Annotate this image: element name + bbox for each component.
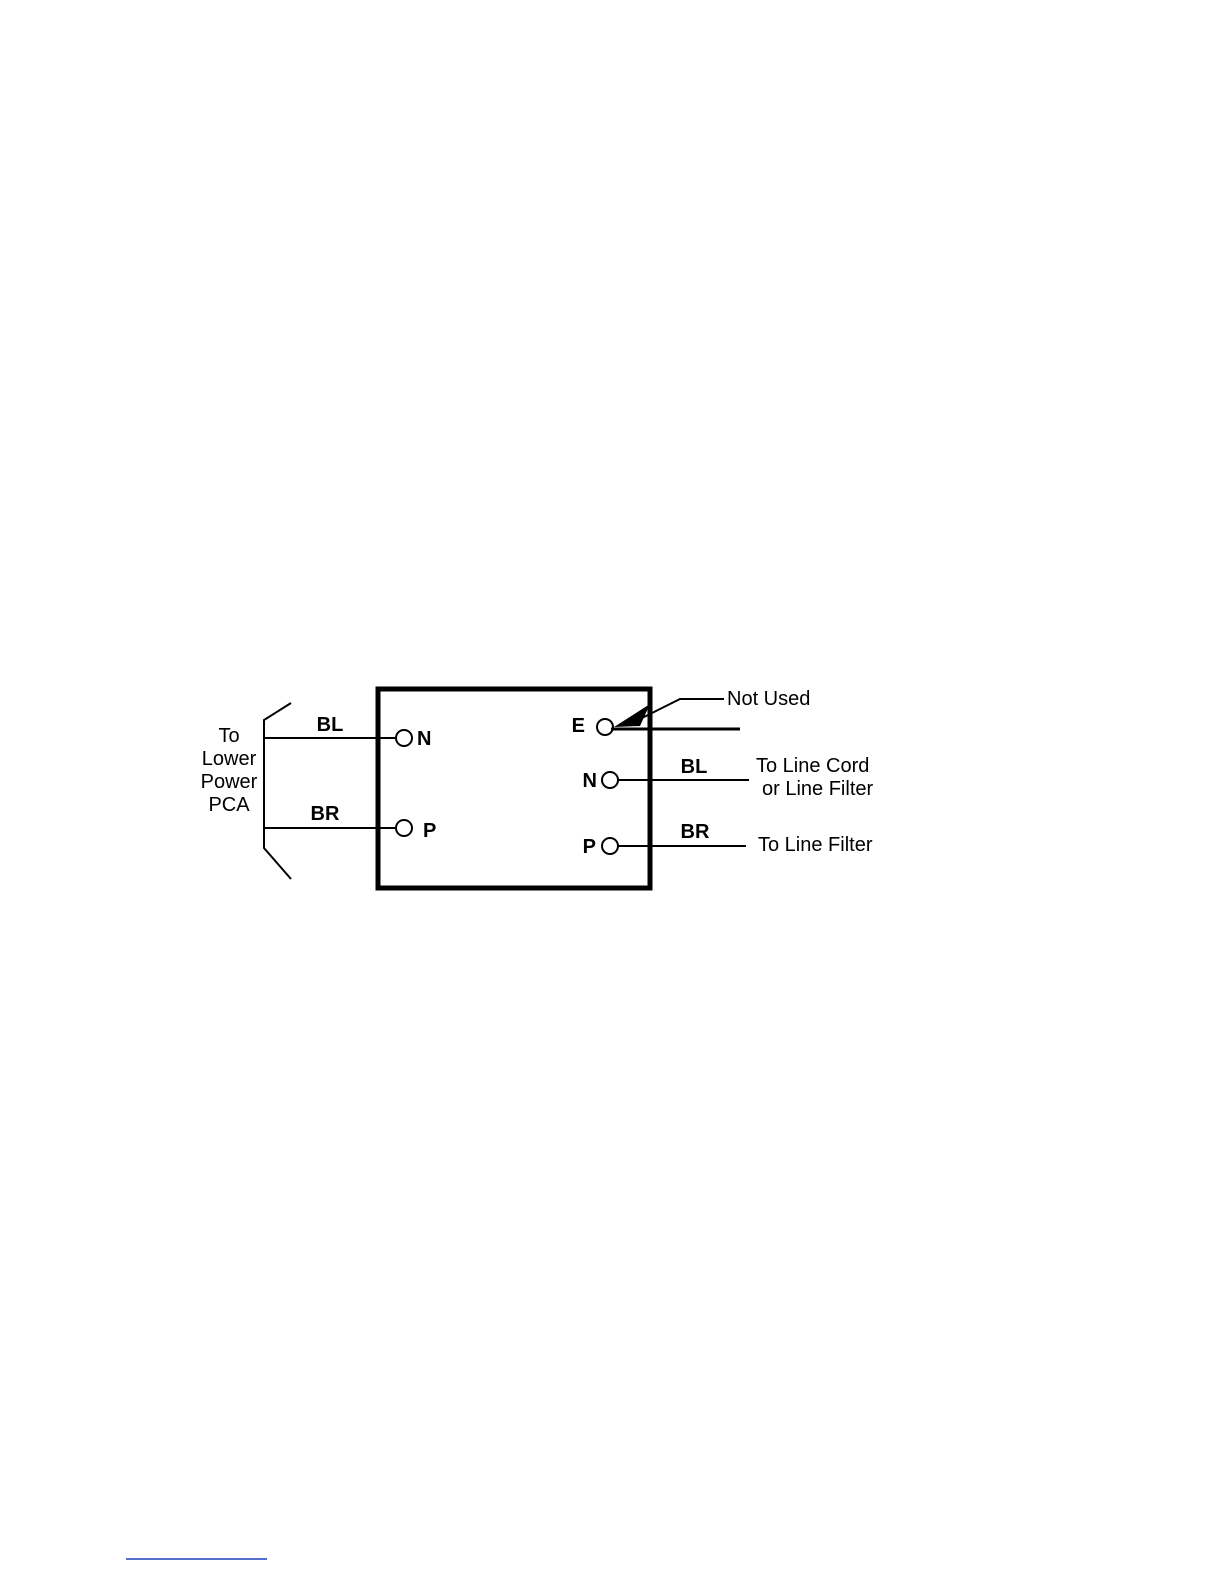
line-filter-dest: To Line Filter xyxy=(758,834,873,856)
terminal-right-n xyxy=(602,772,618,788)
terminal-left-p xyxy=(396,820,412,836)
wire-label-bl-right: BL xyxy=(681,756,708,778)
left-bracket xyxy=(264,703,291,879)
terminal-label-left-p: P xyxy=(423,820,436,842)
terminal-label-right-e: E xyxy=(572,715,585,737)
wire-label-br-left: BR xyxy=(311,803,340,825)
left-dest-line-4: PCA xyxy=(208,794,250,816)
terminal-label-right-n: N xyxy=(583,770,597,792)
terminal-right-e xyxy=(597,719,613,735)
line-cord-dest-line-1: To Line Cord xyxy=(756,755,869,777)
terminal-label-right-p: P xyxy=(583,836,596,858)
left-dest-line-1: To xyxy=(218,725,239,747)
terminal-left-n xyxy=(396,730,412,746)
terminal-label-left-n: N xyxy=(417,728,431,750)
wire-label-br-right: BR xyxy=(681,821,710,843)
wire-label-bl-left: BL xyxy=(317,714,344,736)
left-dest-line-2: Lower xyxy=(202,748,257,770)
terminal-right-p xyxy=(602,838,618,854)
not-used-label: Not Used xyxy=(727,688,810,710)
not-used-arrowhead xyxy=(614,704,650,727)
line-cord-dest-line-2: or Line Filter xyxy=(762,778,873,800)
left-dest-line-3: Power xyxy=(201,771,258,793)
